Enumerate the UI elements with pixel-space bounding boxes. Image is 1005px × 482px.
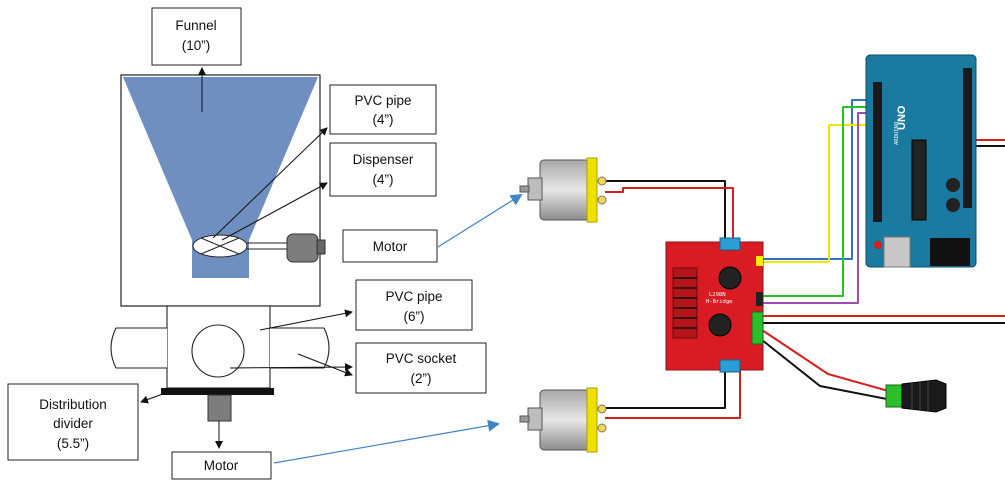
svg-text:ARDUINO: ARDUINO [894,122,900,145]
wiring-diagram: L298N H-Bridge UNO ARDUINO [519,54,1005,453]
pointer-arrows [140,67,353,449]
svg-text:(6”): (6”) [404,309,425,324]
link-arrows-blue [273,193,523,464]
svg-text:divider: divider [53,416,93,431]
svg-text:UNO: UNO [896,105,908,130]
distribution-divider-bar [161,388,274,395]
dc-barrel-jack [885,379,947,413]
svg-text:Funnel: Funnel [175,18,216,33]
dispenser-label: Dispenser (4”) [329,142,437,197]
svg-text:Motor: Motor [204,458,239,473]
side-pipe-right [270,327,330,369]
arduino-uno-board: UNO ARDUINO [865,54,977,268]
side-pipe-left [110,327,167,369]
svg-text:Motor: Motor [373,239,408,254]
dc-motor-top [519,157,607,223]
svg-text:PVC pipe: PVC pipe [354,93,411,108]
pvc-socket-label: PVC socket (2”) [355,342,487,394]
svg-text:(4”): (4”) [373,172,394,187]
svg-text:PVC socket: PVC socket [386,351,457,366]
motor-bottom-label: Motor [171,451,272,480]
l298n-driver-board: L298N H-Bridge [665,237,764,373]
dc-motor-bottom [519,387,607,453]
mechanism-diagram: Funnel (10”) PVC pipe (4”) Dispenser (4”… [7,7,523,480]
svg-text:L298N: L298N [709,292,726,298]
wires [605,99,1005,419]
svg-text:(2”): (2”) [411,371,432,386]
distribution-divider-label: Distribution divider (5.5”) [7,383,139,461]
svg-text:Distribution: Distribution [39,397,107,412]
funnel-shape [123,77,318,240]
top-motor-shape [286,233,319,263]
svg-text:PVC pipe: PVC pipe [385,289,442,304]
svg-text:(5.5”): (5.5”) [57,436,89,451]
svg-text:(4”): (4”) [373,112,394,127]
svg-text:(10”): (10”) [182,38,211,53]
funnel-label: Funnel (10”) [151,7,242,66]
svg-text:H-Bridge: H-Bridge [706,299,733,305]
bottom-motor-shaft [207,394,232,422]
pvc-socket-circle [191,324,245,378]
motor-top-label: Motor [342,229,438,263]
pvc-pipe-4-label: PVC pipe (4”) [329,84,437,135]
pvc-pipe-6-label: PVC pipe (6”) [355,279,473,331]
svg-text:Dispenser: Dispenser [353,152,414,167]
